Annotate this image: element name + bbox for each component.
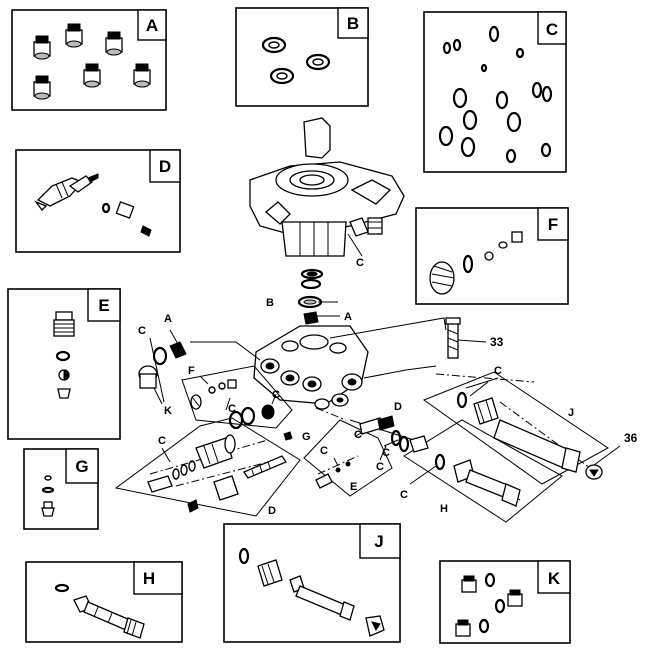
valve-cap-icon: [33, 23, 151, 100]
manifold-left-parts: [138, 341, 187, 389]
kit-box-b: B: [235, 7, 369, 107]
callout-36: 36: [624, 431, 638, 445]
callout-h: H: [440, 503, 448, 515]
callout-c-right: C: [382, 447, 390, 459]
kit-box-k: K: [439, 560, 571, 644]
callout-labels: C B A 33 C A K F C C G C C D C C E C D C…: [138, 257, 638, 517]
callout-d-right: D: [394, 401, 402, 413]
kit-letter: G: [75, 457, 88, 476]
outlet-fitting-icon: [238, 547, 385, 637]
kit-letter: D: [159, 157, 171, 176]
callout-c-mid: C: [272, 389, 280, 401]
inlet-filter-icon: [54, 583, 145, 639]
seal-ring-icon: [261, 36, 331, 85]
unloader-valve-icon: [34, 173, 152, 237]
callout-c-d3: C: [158, 435, 166, 447]
o-ring-icon: [438, 25, 553, 164]
bolt-33: [445, 317, 461, 359]
pump-seals-stack: [297, 268, 324, 325]
d-left-subassembly: [147, 434, 287, 513]
kit-letter: B: [347, 14, 359, 33]
kit-letter: H: [143, 569, 155, 588]
callout-c-left: C: [138, 325, 146, 337]
plug-icon: [455, 572, 523, 637]
kit-letter: A: [146, 16, 158, 35]
pump-manifold: [253, 325, 369, 410]
ball-seat-icon: [41, 475, 55, 517]
kit-letter: F: [548, 215, 558, 234]
callout-c-d1: C: [354, 429, 362, 441]
kit-box-c: C: [423, 11, 567, 173]
kit-letter: K: [548, 569, 561, 588]
callout-c-d2: C: [376, 461, 384, 473]
kit-letter: E: [98, 296, 109, 315]
leader-lines: [114, 233, 621, 523]
kit-box-a: A: [11, 9, 167, 111]
callout-d-bottom: D: [268, 505, 276, 517]
callout-a-main: A: [344, 311, 352, 323]
spring-plug-icon: [429, 231, 523, 295]
callout-k: K: [164, 405, 172, 417]
callout-g: G: [302, 431, 311, 443]
j-assembly: [456, 391, 603, 480]
kit-box-h: H: [25, 561, 183, 643]
callout-c-f: C: [228, 403, 236, 415]
callout-33: 33: [490, 335, 504, 349]
callout-b: B: [266, 297, 274, 309]
kit-letter: J: [374, 532, 383, 551]
callout-c-j: C: [494, 365, 502, 377]
f-subassembly: [190, 379, 293, 441]
callout-c-pump: C: [356, 257, 364, 269]
kit-box-j: J: [223, 523, 401, 643]
kit-letter: C: [546, 20, 558, 39]
h-assembly: [434, 453, 521, 507]
kit-box-f: F: [415, 207, 569, 305]
callout-e: E: [350, 481, 357, 493]
callout-a-left: A: [164, 313, 172, 325]
kit-box-d: D: [15, 149, 181, 253]
callout-c-h: C: [400, 489, 408, 501]
d-right-e-subassembly: [315, 415, 429, 489]
kit-box-e: E: [7, 288, 121, 440]
check-valve-icon: [53, 311, 75, 399]
pump-crankcase: [249, 117, 405, 257]
callout-c-e: C: [320, 445, 328, 457]
callout-j: J: [568, 407, 574, 419]
callout-f: F: [188, 365, 195, 377]
kit-box-g: G: [23, 448, 99, 530]
